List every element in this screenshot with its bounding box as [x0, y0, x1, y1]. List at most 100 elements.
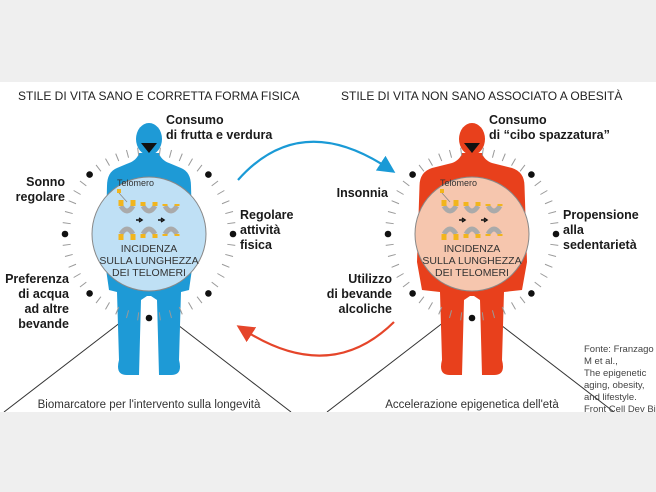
telomere-cap	[162, 204, 168, 206]
ring-tick	[544, 200, 553, 205]
left-lower-label: Preferenza	[5, 272, 70, 286]
ring-tick	[534, 180, 542, 187]
top-label: Consumo	[489, 113, 547, 127]
ring-tick	[460, 312, 463, 321]
telomere-cap	[174, 234, 180, 236]
ring-tick	[188, 158, 193, 166]
ring-tick	[396, 190, 404, 195]
ring-tick	[391, 200, 400, 205]
ring-tick	[391, 263, 400, 268]
arrow-right-icon	[459, 217, 467, 223]
telomere-cap	[453, 234, 459, 240]
left-lower-label: di acqua	[18, 287, 70, 301]
ring-tick	[511, 302, 516, 310]
ring-tick	[115, 306, 120, 315]
perspective-line	[3, 321, 122, 412]
perspective-line	[326, 321, 445, 412]
telomere-cap	[463, 234, 469, 238]
ring-tick	[550, 243, 559, 246]
ring-tick	[225, 210, 234, 215]
inner-circle	[414, 176, 530, 292]
telomere-cap	[441, 200, 447, 206]
ring-tick	[105, 302, 110, 310]
ring-dot	[229, 230, 237, 238]
ring-tick	[402, 281, 410, 288]
right-label: Regolare	[240, 208, 294, 222]
left-lower-label: Utilizzo	[348, 272, 392, 286]
ring-dot	[86, 290, 93, 297]
telomere-cap	[130, 234, 136, 240]
ring-tick	[196, 164, 203, 172]
telomere-cap	[485, 204, 491, 206]
ring-dot	[552, 230, 560, 238]
pointer-triangle-icon	[464, 143, 480, 153]
center-text: INCIDENZA	[444, 243, 501, 255]
telomere-cap	[441, 234, 447, 240]
ring-tick	[387, 210, 396, 215]
arrow-right-icon	[158, 217, 166, 223]
left-lower-label: di bevande	[327, 287, 392, 301]
telomere-cap	[475, 202, 481, 206]
ring-tick	[550, 222, 559, 225]
chromosome-icon	[463, 204, 481, 236]
telomere-cap	[453, 200, 459, 206]
right-label: sedentarietà	[563, 238, 637, 252]
left-upper-label: Sonno	[26, 175, 65, 189]
caption: Biomarcatore per l'intervento sulla long…	[38, 399, 261, 411]
ring-tick	[62, 222, 71, 225]
blue-cycle-arrow	[237, 140, 396, 181]
center-text: SULLA LUNGHEZZA	[422, 255, 521, 267]
center-text: SULLA LUNGHEZZA	[99, 255, 198, 267]
ring-tick	[428, 302, 433, 310]
telomere-infographic: STILE DI VITA SANO E CORRETTA FORMA FISI…	[3, 88, 656, 412]
ring-tick	[221, 263, 230, 268]
chromosome-icon	[162, 204, 180, 236]
telomere-pointer	[441, 192, 451, 203]
ring-tick	[188, 302, 193, 310]
ring-dot	[384, 230, 392, 238]
ring-tick	[387, 253, 396, 258]
ring-tick	[221, 200, 230, 205]
ring-tick	[548, 210, 557, 215]
telomere-cap	[174, 204, 180, 206]
ring-tick	[448, 310, 453, 319]
chromosome-icon	[441, 204, 459, 236]
ring-dot	[86, 171, 93, 178]
ring-tick	[211, 281, 219, 288]
left-upper-label: Insonnia	[337, 186, 389, 200]
perspective-line	[496, 321, 615, 412]
telomere-marker	[117, 189, 121, 193]
ring-tick	[491, 149, 496, 158]
right-label: attività	[240, 223, 280, 237]
center-text: INCIDENZA	[121, 243, 178, 255]
ring-tick	[73, 273, 81, 278]
ring-tick	[428, 158, 433, 166]
ring-tick	[79, 281, 87, 288]
ring-tick	[540, 190, 548, 195]
ring-tick	[501, 306, 506, 315]
ring-tick	[95, 164, 102, 172]
top-label: Consumo	[166, 113, 224, 127]
ring-tick	[402, 180, 410, 187]
telomere-label: Telomero	[117, 178, 154, 188]
ring-tick	[115, 153, 120, 162]
telomere-cap	[497, 234, 503, 236]
source-citation: Fonte: Franzago M et al., The epigenetic…	[584, 344, 656, 412]
ring-dot	[528, 171, 535, 178]
ring-tick	[519, 164, 526, 172]
ring-tick	[79, 180, 87, 187]
ring-tick	[491, 310, 496, 319]
left-lower-label: alcoliche	[339, 302, 393, 316]
ring-tick	[178, 153, 183, 162]
left-title: STILE DI VITA SANO E CORRETTA FORMA FISI…	[18, 89, 300, 103]
ring-dot	[409, 290, 416, 297]
ring-tick	[544, 263, 553, 268]
ring-dot	[61, 230, 69, 238]
chromosome-icon	[118, 204, 136, 236]
right-title: STILE DI VITA NON SANO ASSOCIATO A OBESI…	[341, 88, 622, 103]
inner-circle	[91, 176, 207, 292]
telomere-cap	[475, 234, 481, 238]
telomere-cap	[497, 204, 503, 206]
